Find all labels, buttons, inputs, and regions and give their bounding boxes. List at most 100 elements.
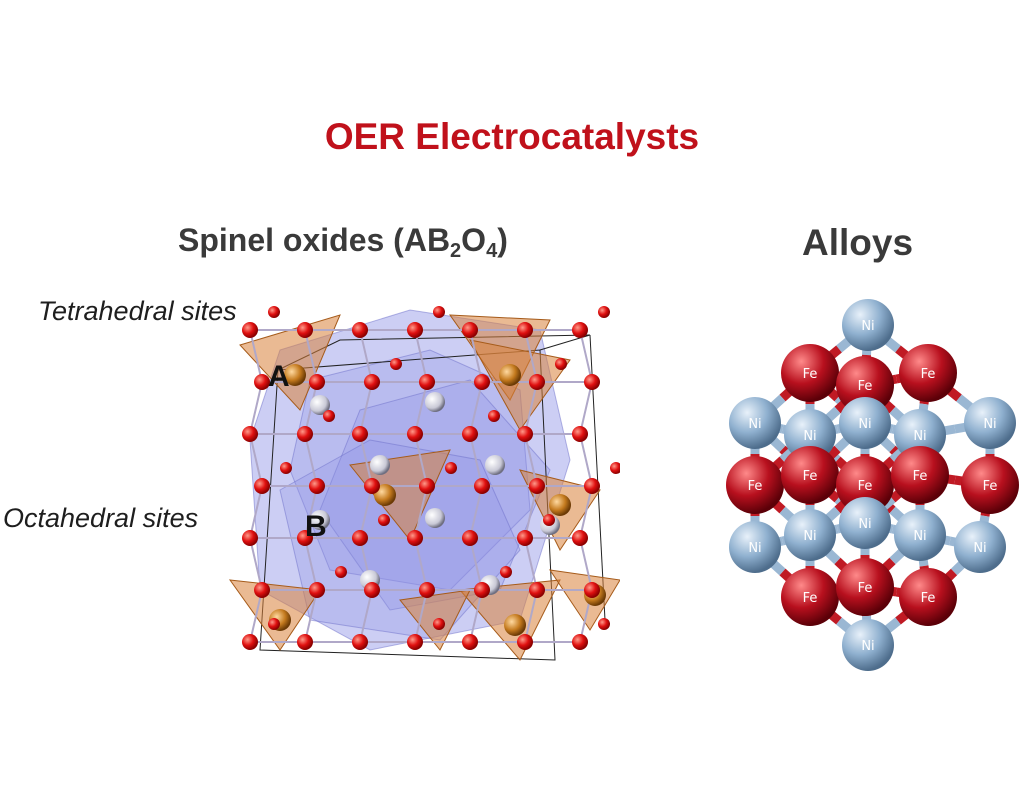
oxygen-atom: [254, 374, 270, 390]
nickel-atom: [894, 409, 946, 461]
bond: [304, 485, 318, 539]
iron-atom: [726, 456, 784, 514]
nickel-atom: [784, 509, 836, 561]
oxygen-atom: [242, 530, 258, 546]
iron-atom-label: Fe: [858, 581, 873, 596]
nickel-atom: [894, 509, 946, 561]
nickel-atom-label: Ni: [861, 319, 874, 334]
oxygen-atom: [323, 410, 335, 422]
nickel-atom: [842, 299, 894, 351]
bond: [414, 485, 428, 539]
iron-atom: [961, 456, 1019, 514]
oxygen-atom: [352, 530, 368, 546]
bond: [524, 589, 538, 643]
oxygen-atom: [462, 634, 478, 650]
oxygen-atom: [543, 514, 555, 526]
oxygen-atom: [598, 618, 610, 630]
oxygen-atom: [555, 358, 567, 370]
oxygen-atom: [500, 566, 512, 578]
bond: [249, 381, 263, 435]
oxygen-atom: [364, 582, 380, 598]
spinel-heading-o: O: [461, 222, 487, 258]
oxygen-atom: [474, 374, 490, 390]
oxygen-atom: [254, 478, 270, 494]
oxygen-atom: [598, 306, 610, 318]
bond: [359, 485, 373, 539]
bond: [579, 381, 593, 435]
oxygen-atom: [364, 478, 380, 494]
nickel-atom: [729, 397, 781, 449]
site-b-label: B: [305, 510, 327, 543]
oxygen-atom: [309, 582, 325, 598]
oxygen-atom: [517, 426, 533, 442]
nickel-atom-label: Ni: [861, 639, 874, 654]
oxygen-atom: [352, 322, 368, 338]
iron-atom-label: Fe: [983, 479, 998, 494]
oxygen-atom: [517, 322, 533, 338]
oxygen-atom: [297, 634, 313, 650]
nickel-atom: [954, 521, 1006, 573]
oxygen-atom: [309, 478, 325, 494]
nickel-atom-label: Ni: [913, 429, 926, 444]
bond: [414, 589, 428, 643]
oxygen-atom: [462, 530, 478, 546]
bond: [304, 329, 318, 383]
oxygen-atom: [529, 374, 545, 390]
bond: [524, 381, 538, 435]
bond: [304, 537, 318, 591]
spinel-heading-sub-4: 4: [486, 240, 498, 262]
page-title: OER Electrocatalysts: [324, 116, 700, 157]
oxygen-atom: [572, 426, 588, 442]
oxygen-atom: [268, 618, 280, 630]
iron-atom: [781, 344, 839, 402]
oxygen-atom: [335, 566, 347, 578]
nickel-atom-label: Ni: [803, 529, 816, 544]
bond: [524, 537, 538, 591]
bond: [469, 433, 483, 487]
octahedral-cation: [310, 510, 330, 530]
oxygen-atom: [517, 530, 533, 546]
bond: [249, 589, 263, 643]
nickel-atom-label: Ni: [858, 417, 871, 432]
oxygen-atom: [584, 374, 600, 390]
oxygen-atom: [242, 426, 258, 442]
bond: [579, 329, 593, 383]
tetrahedral-cation: [549, 494, 571, 516]
spinel-structure-illustration: [228, 306, 620, 661]
bond: [414, 537, 428, 591]
oxygen-atom: [474, 478, 490, 494]
site-a-label: A: [268, 360, 290, 393]
iron-atom-label: Fe: [803, 367, 818, 382]
nickel-atom-label: Ni: [803, 429, 816, 444]
oxygen-atom: [242, 634, 258, 650]
nickel-atom: [964, 397, 1016, 449]
spinel-heading-sub-2: 2: [450, 240, 462, 262]
alloy-structure-illustration: NiFeFeFeNiNiNiNiNiFeFeFeFeFeNiNiNiNiNiFe…: [726, 299, 1019, 671]
bond: [524, 433, 538, 487]
oxygen-atom: [529, 478, 545, 494]
nickel-atom: [842, 619, 894, 671]
oxygen-atom: [378, 514, 390, 526]
oxygen-atom: [474, 582, 490, 598]
octahedral-cation: [310, 395, 330, 415]
oxygen-atom: [407, 426, 423, 442]
oxygen-atom: [419, 582, 435, 598]
iron-atom-label: Fe: [913, 469, 928, 484]
oxygen-atom: [433, 306, 445, 318]
octahedral-cation: [485, 455, 505, 475]
nickel-atom-label: Ni: [973, 541, 986, 556]
oxygen-atom: [572, 530, 588, 546]
iron-atom-label: Fe: [803, 591, 818, 606]
tetrahedral-sites-label: Tetrahedral sites: [38, 296, 237, 326]
nickel-atom-label: Ni: [748, 417, 761, 432]
oxygen-atom: [529, 582, 545, 598]
iron-atom-label: Fe: [921, 591, 936, 606]
bond: [249, 433, 263, 487]
bond: [469, 485, 483, 539]
oxygen-atom: [610, 462, 620, 474]
nickel-atom: [729, 521, 781, 573]
bond: [249, 329, 263, 383]
oxygen-atom: [268, 306, 280, 318]
bond: [359, 381, 373, 435]
iron-atom: [836, 456, 894, 514]
